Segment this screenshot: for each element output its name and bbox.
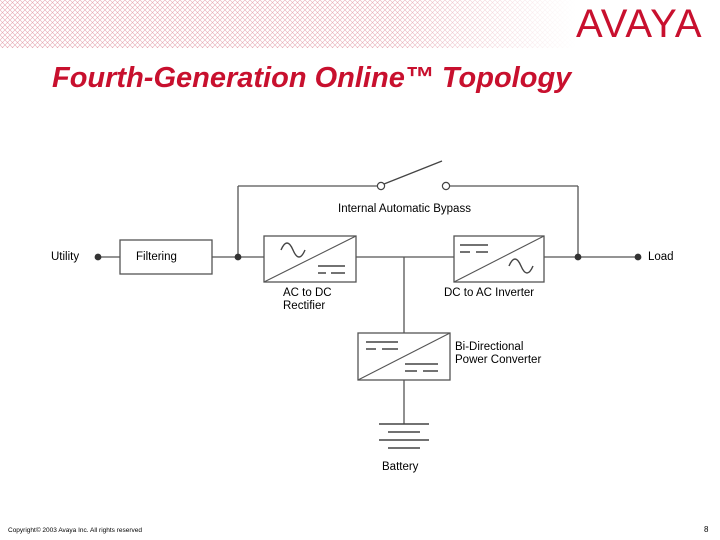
bypass-node-left — [234, 253, 242, 261]
header-band: AVAYA — [0, 0, 720, 48]
utility-node — [94, 253, 102, 261]
inverter-box — [453, 235, 545, 283]
avaya-logo: AVAYA — [576, 2, 703, 46]
sine-wave-icon — [508, 258, 534, 274]
crosshatch-pattern — [0, 0, 720, 48]
bidirectional-label: Bi-Directional Power Converter — [455, 341, 542, 366]
bidirectional-converter-box — [357, 332, 451, 381]
battery-label: Battery — [382, 461, 419, 473]
filtering-label: Filtering — [136, 251, 177, 263]
battery-ground-icon — [379, 423, 429, 449]
page-number: 8 — [704, 525, 709, 534]
rectifier-label: AC to DC Rectifier — [283, 287, 332, 312]
filtering-box — [119, 239, 213, 275]
bypass-label: Internal Automatic Bypass — [338, 203, 471, 215]
slide-title: Fourth-Generation Online™ Topology — [52, 62, 572, 94]
rectifier-box — [263, 235, 357, 283]
load-node — [634, 253, 642, 261]
utility-label: Utility — [51, 251, 80, 263]
dc-symbol-icon — [366, 341, 438, 372]
dc-symbol-icon — [460, 244, 488, 253]
load-label: Load — [648, 251, 674, 263]
bypass-node-right — [574, 253, 582, 261]
inverter-label: DC to AC Inverter — [444, 287, 535, 299]
copyright-text: Copyright© 2003 Avaya Inc. All rights re… — [8, 527, 143, 534]
sine-wave-icon — [280, 242, 306, 258]
junction-dots — [94, 253, 642, 261]
dc-symbol-icon — [318, 265, 345, 274]
switch-icon — [376, 160, 451, 191]
